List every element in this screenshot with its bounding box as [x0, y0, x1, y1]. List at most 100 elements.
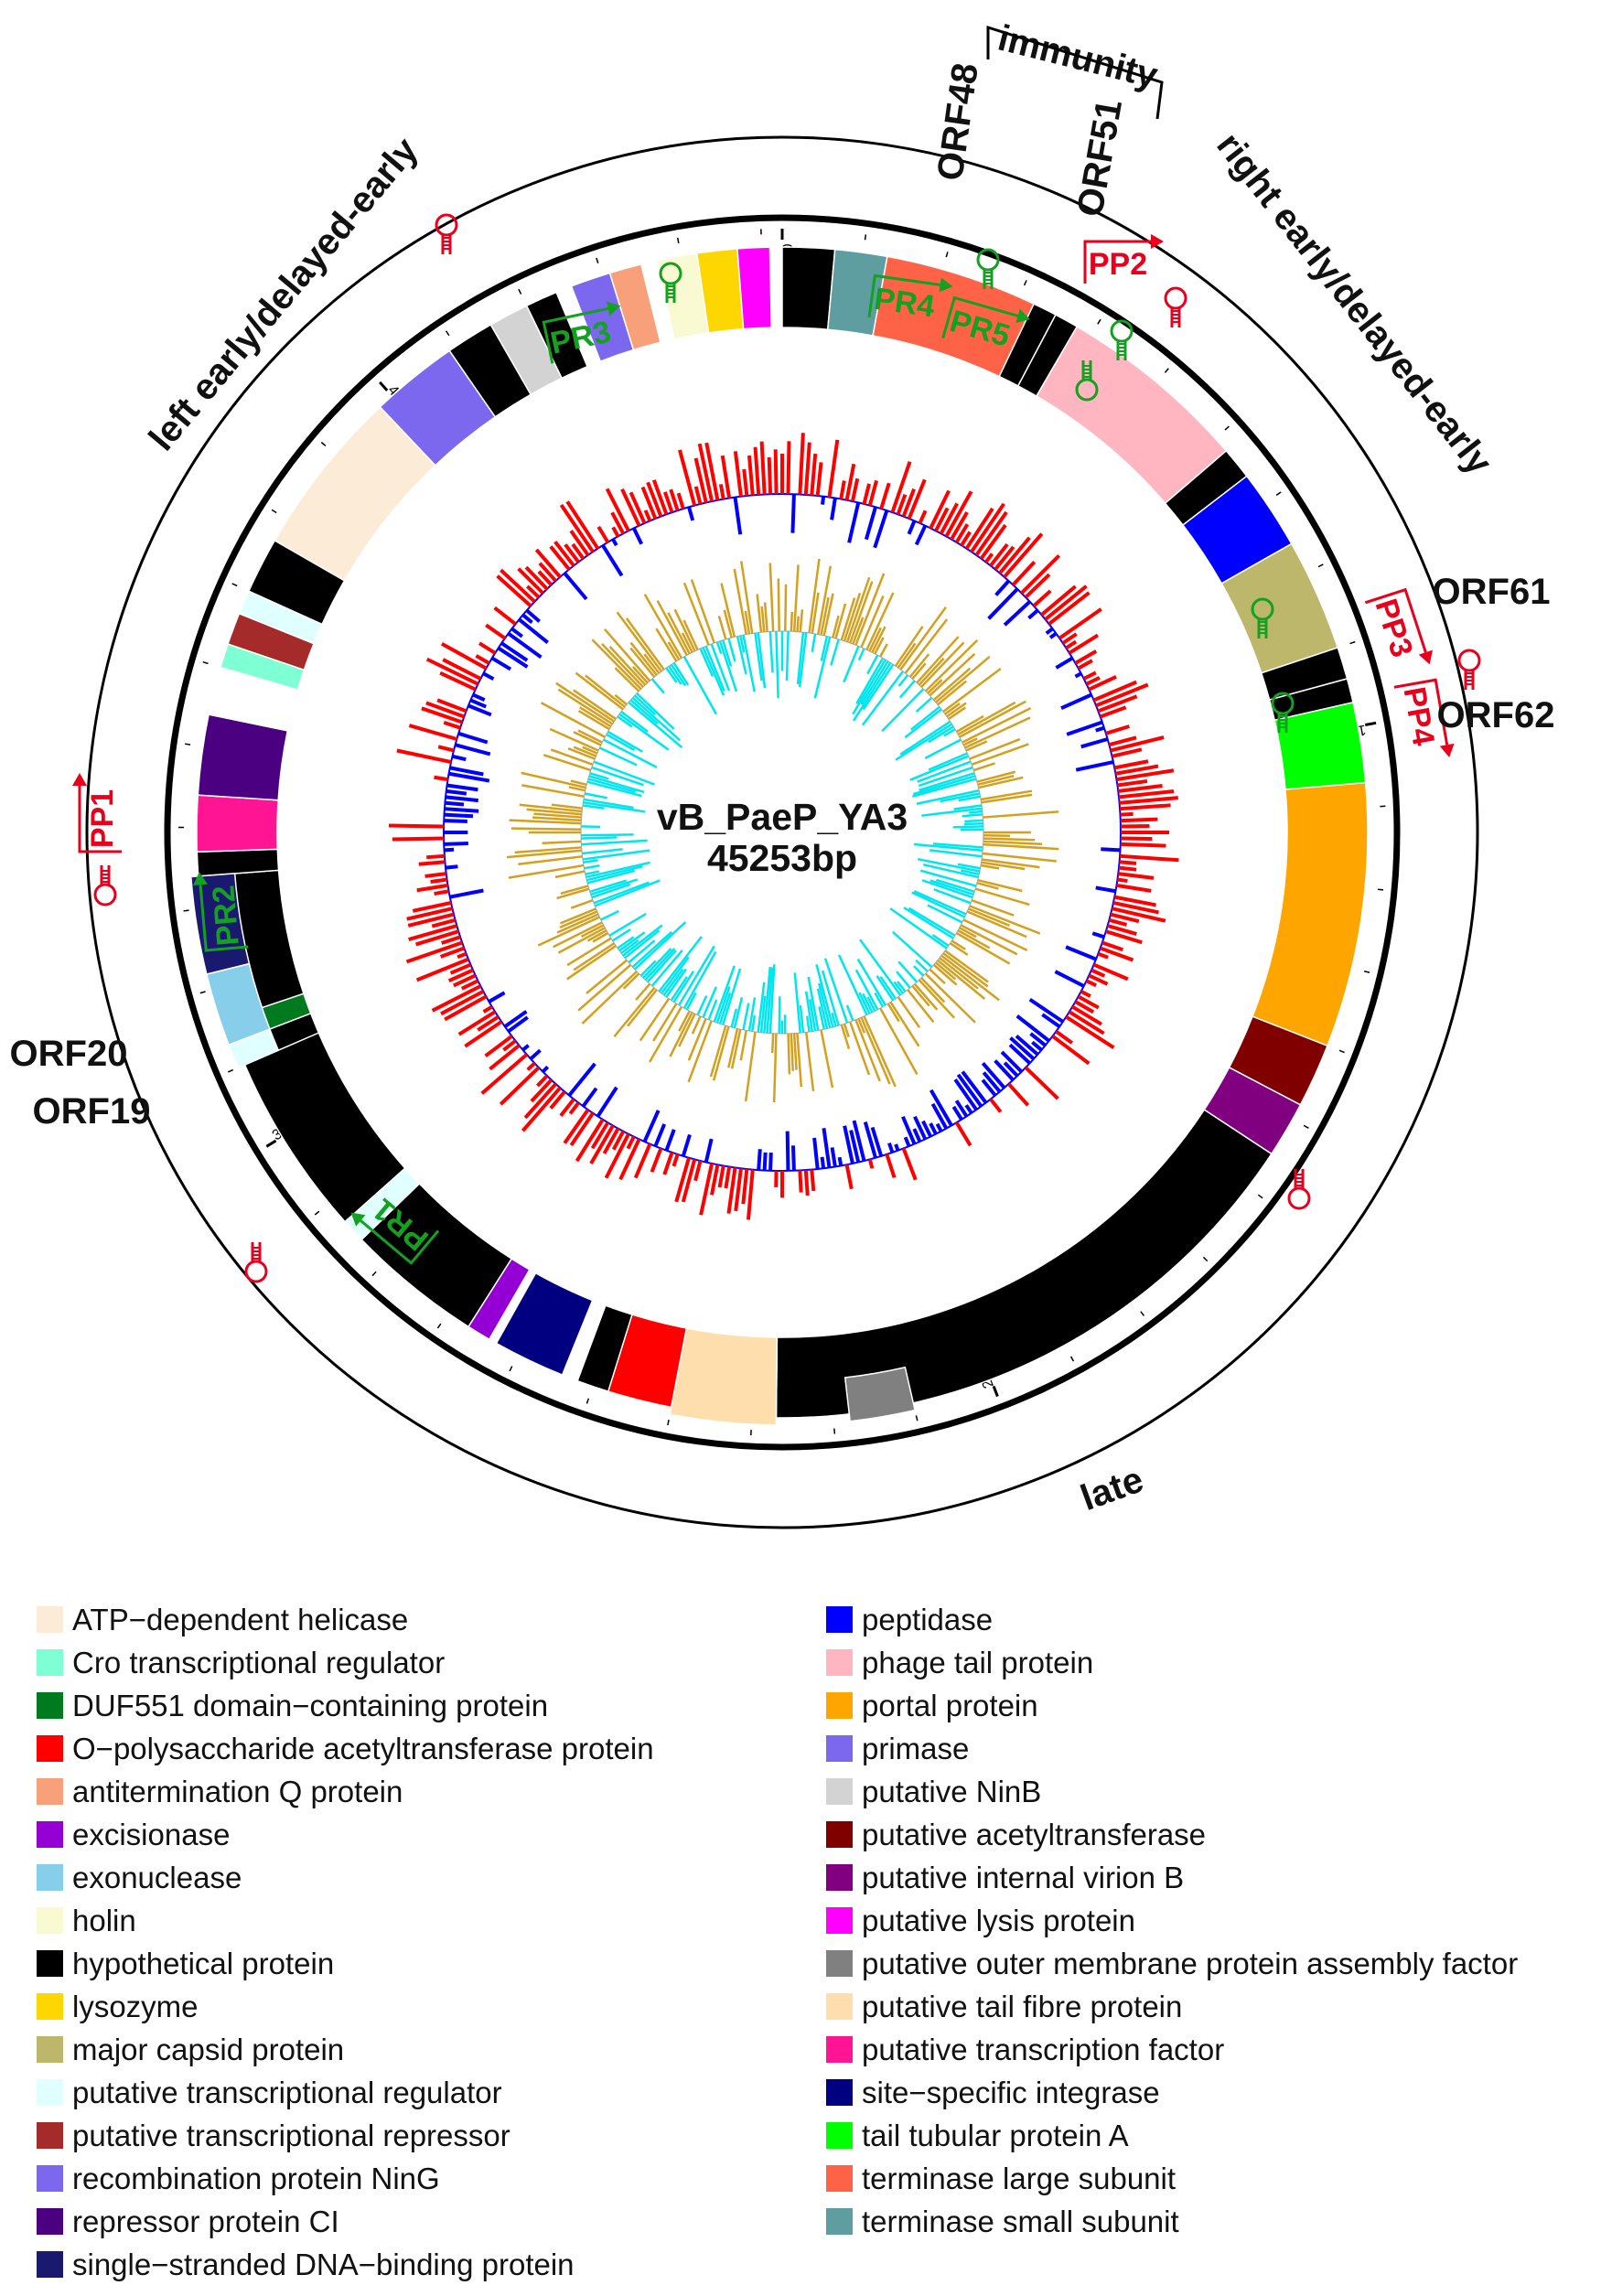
gc-skew-bar	[929, 489, 951, 530]
gc-skew-bar	[810, 1169, 816, 1192]
gc-content-bar	[790, 1033, 794, 1071]
promoter-arrow	[199, 885, 249, 952]
gc-content-bar	[756, 594, 763, 633]
legend-label: putative NinB	[862, 1775, 1042, 1808]
gc-content-bar	[579, 706, 612, 728]
legend-swatch	[37, 1692, 63, 1719]
gc-content-bar	[960, 924, 1018, 956]
axis-tick	[1164, 368, 1169, 373]
gc-content-bar	[922, 863, 979, 879]
gc-skew-bar	[632, 527, 644, 545]
gc-content-bar	[852, 661, 892, 722]
legend-label: tail tubular protein A	[862, 2119, 1129, 2152]
promoter-arrow-head	[607, 301, 621, 317]
legend-swatch	[37, 1606, 63, 1633]
gc-skew-bar	[611, 538, 618, 547]
gc-skew-bar	[1041, 1013, 1061, 1028]
gc-skew-bar	[549, 1090, 566, 1110]
gc-skew-bar	[913, 1115, 928, 1141]
gc-skew-bar	[803, 1169, 810, 1196]
gc-skew-bar	[790, 1145, 796, 1171]
gc-content-bar	[650, 678, 665, 694]
legend-label: terminase large subunit	[862, 2162, 1177, 2195]
gc-skew-bar	[693, 457, 708, 503]
terminator-icon	[1271, 692, 1295, 733]
promoter-arrow	[542, 306, 609, 364]
gc-content-bar	[955, 931, 1011, 965]
gc-skew-bar	[1105, 929, 1143, 945]
gc-skew-bar	[676, 492, 685, 510]
gc-content-bar	[798, 632, 808, 688]
gc-content-bar	[696, 995, 708, 1016]
gc-content-bar	[821, 970, 840, 1026]
gc-content-bar	[672, 661, 690, 686]
gc-skew-bar	[970, 502, 1005, 553]
gc-skew-bar	[469, 698, 488, 709]
legend-label: putative internal virion B	[862, 1861, 1185, 1894]
gc-skew-bar	[1115, 764, 1159, 776]
gc-content-bar	[898, 680, 916, 699]
gc-content-bar	[879, 1007, 919, 1076]
gc-skew-bar	[1105, 724, 1130, 735]
gc-skew-bar	[440, 642, 488, 671]
gc-content-bar	[554, 870, 586, 879]
promoter-pr2: PR2	[193, 872, 249, 952]
gc-content-bar	[668, 665, 682, 685]
legend-swatch	[826, 2165, 853, 2192]
gc-content-bar	[766, 967, 774, 1034]
gc-content-bar	[913, 965, 925, 977]
axis-tick	[1202, 1256, 1209, 1262]
gc-content-bar	[976, 770, 1016, 783]
gc-content-bar	[978, 776, 1024, 789]
gc-skew-bar	[1117, 877, 1128, 884]
gc-skew-bar	[1003, 532, 1044, 579]
gc-content-bar	[643, 594, 683, 660]
gc-skew-bar	[437, 745, 455, 753]
gc-content-bar	[915, 959, 929, 972]
gc-skew-bar	[482, 671, 495, 681]
gc-content-bar	[702, 986, 717, 1018]
gc-skew-bar	[939, 502, 959, 535]
gc-skew-bar	[934, 507, 950, 532]
gc-content-bar	[582, 804, 605, 810]
gc-skew-bar	[482, 1004, 493, 1014]
legend-label: O−polysaccharide acetyltransferase prote…	[72, 1732, 654, 1765]
gc-skew-bar	[847, 502, 861, 543]
gc-skew-bar	[827, 439, 840, 498]
gc-skew-bar	[1088, 973, 1109, 986]
gc-skew-bar	[1118, 865, 1137, 872]
gc-content-bar	[775, 631, 779, 699]
gc-content-bar	[603, 628, 651, 682]
gc-content-bar	[815, 963, 834, 1028]
gc-skew-bar	[1000, 1050, 1024, 1074]
orf-label-orf20: ORF20	[10, 1034, 128, 1074]
gc-skew-bar	[489, 1044, 521, 1071]
promoter-arrow-head	[1015, 308, 1030, 324]
gc-content-bar	[807, 976, 820, 1031]
gc-content-bar	[613, 987, 656, 1038]
gc-skew-bar	[618, 1138, 641, 1181]
axis-tick	[667, 1420, 670, 1426]
gc-content-bar	[897, 674, 909, 687]
gc-content-bar	[805, 1032, 815, 1092]
gc-content-bar	[940, 792, 981, 803]
gc-skew-bar	[567, 1062, 596, 1097]
gc-skew-bar	[998, 536, 1031, 574]
gc-content-bar	[636, 692, 675, 730]
gc-content-bar	[893, 981, 904, 994]
gc-skew-bar	[954, 1100, 969, 1118]
gc-skew-bar	[733, 497, 743, 535]
terminator-icon	[93, 865, 117, 907]
gc-content-bar	[617, 936, 635, 950]
gc-content-bar	[965, 740, 988, 752]
gc-skew-bar	[457, 1010, 497, 1036]
gc-content-bar	[831, 1012, 837, 1027]
gc-skew-bar	[951, 1105, 963, 1121]
gc-skew-bar	[901, 1115, 917, 1145]
gc-skew-bar	[1101, 847, 1121, 853]
gc-skew-bar	[810, 453, 818, 496]
gc-skew-bar	[768, 1153, 773, 1171]
gc-content-bar	[935, 655, 991, 703]
axis-tick	[509, 1366, 513, 1372]
terminator-icon	[1110, 319, 1134, 360]
